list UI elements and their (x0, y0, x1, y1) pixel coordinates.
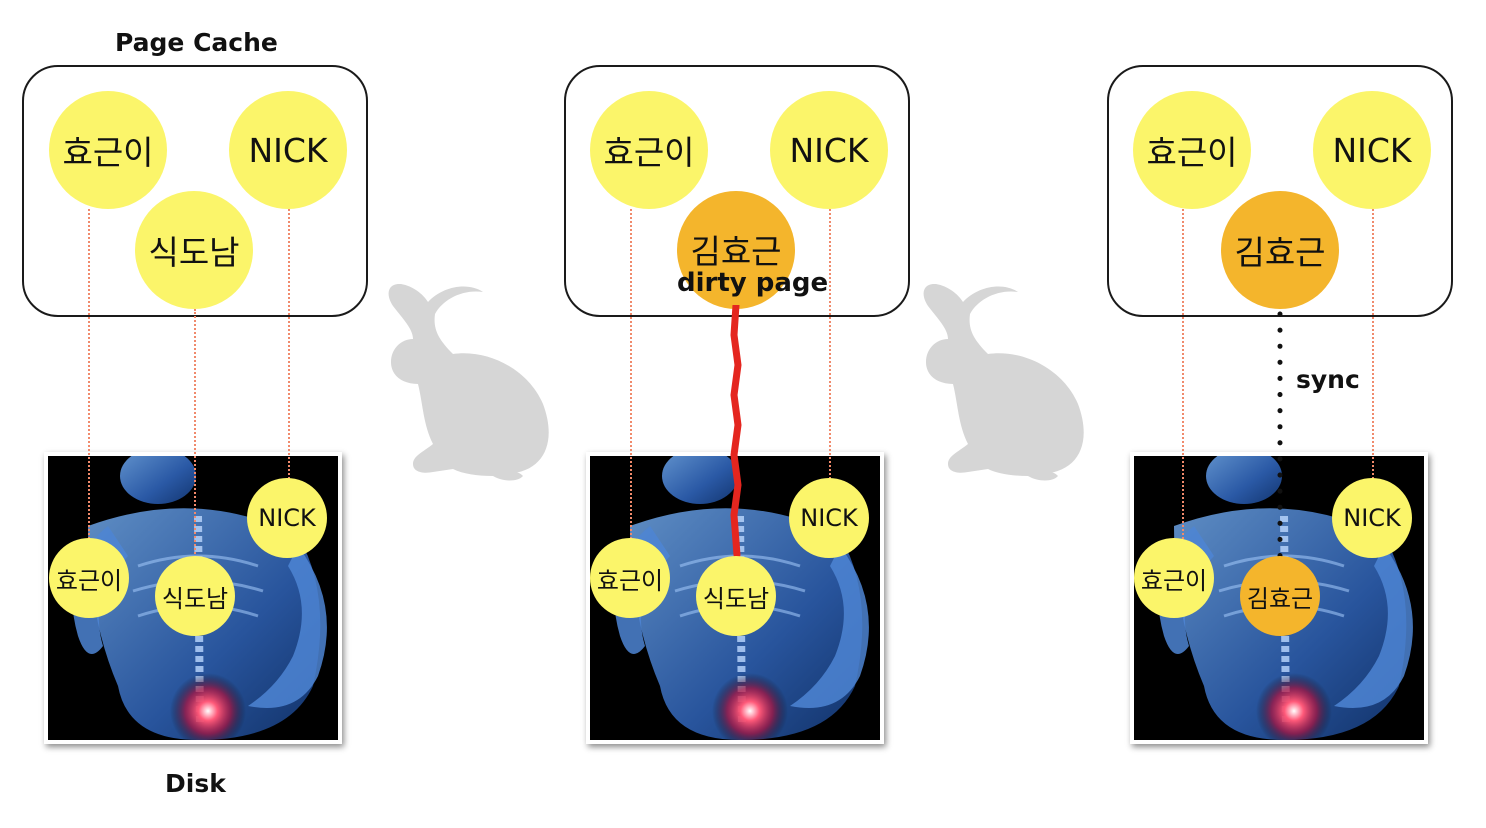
cache-page-1: 효근이 (49, 91, 167, 209)
cache-page-1: 효근이 (590, 91, 708, 209)
disk-title: Disk (165, 769, 226, 798)
dirty-write-line (730, 305, 742, 559)
cache-page-3: NICK (229, 91, 347, 209)
cache-page-3: NICK (1313, 91, 1431, 209)
cache-page-dirty: 김효근 (677, 191, 795, 309)
cache-disk-link (1182, 209, 1184, 539)
rabbit-icon (923, 284, 1084, 481)
cache-page-2: 식도남 (135, 191, 253, 309)
disk-page-3: NICK (1332, 478, 1412, 558)
cache-disk-link (88, 209, 90, 539)
cache-disk-link (288, 209, 290, 479)
disk-page-1: 효근이 (1134, 538, 1214, 618)
cache-page-1: 효근이 (1133, 91, 1251, 209)
cache-disk-link (194, 309, 196, 554)
cache-page-3: NICK (770, 91, 888, 209)
rabbit-icon (388, 284, 549, 481)
cache-disk-link (1372, 209, 1374, 479)
sync-label: sync (1296, 365, 1360, 394)
disk-page-1: 효근이 (49, 538, 129, 618)
cache-disk-link (630, 209, 632, 539)
disk-page-2: 식도남 (696, 556, 776, 636)
sync-line (1277, 311, 1283, 560)
cache-disk-link (829, 209, 831, 479)
dirty-page-label: dirty page (677, 268, 829, 298)
page-cache-title: Page Cache (115, 28, 278, 57)
disk-page-synced: 김효근 (1240, 556, 1320, 636)
disk-page-2: 식도남 (155, 556, 235, 636)
cache-page-synced: 김효근 (1221, 191, 1339, 309)
disk-page-3: NICK (789, 478, 869, 558)
disk-page-1: 효근이 (590, 538, 670, 618)
disk-page-3: NICK (247, 478, 327, 558)
